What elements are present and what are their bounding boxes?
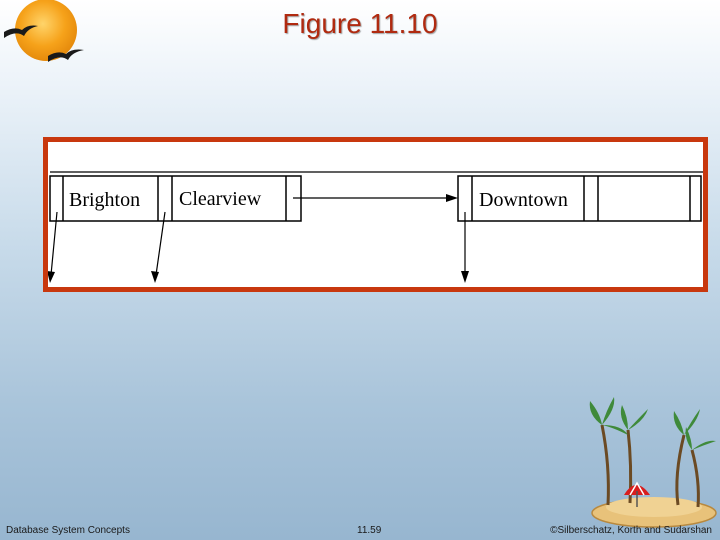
node-label-brighton: Brighton: [69, 189, 140, 211]
node-label-downtown: Downtown: [479, 189, 568, 211]
right-leaf-node: Downtown: [457, 175, 702, 222]
leaf-node-diagram: Brighton Clearview Downtown: [48, 171, 703, 283]
sun-with-birds-icon: [4, 0, 84, 62]
left-leaf-node: Brighton Clearview: [49, 175, 302, 222]
figure-frame: Brighton Clearview Downtown: [43, 137, 708, 292]
footer-course-name: Database System Concepts: [6, 525, 130, 536]
slide-title: Figure 11.10: [282, 8, 438, 39]
node-label-clearview: Clearview: [179, 188, 262, 210]
next-leaf-arrow: [293, 194, 458, 202]
palm-island-icon: [589, 397, 717, 528]
footer-copyright: ©Silberschatz, Korth and Sudarshan: [550, 525, 712, 536]
record-pointer-arrow: [151, 211, 166, 283]
record-pointer-arrow: [48, 211, 58, 283]
record-pointer-arrow: [461, 212, 469, 283]
footer-page-number: 11.59: [357, 525, 382, 536]
